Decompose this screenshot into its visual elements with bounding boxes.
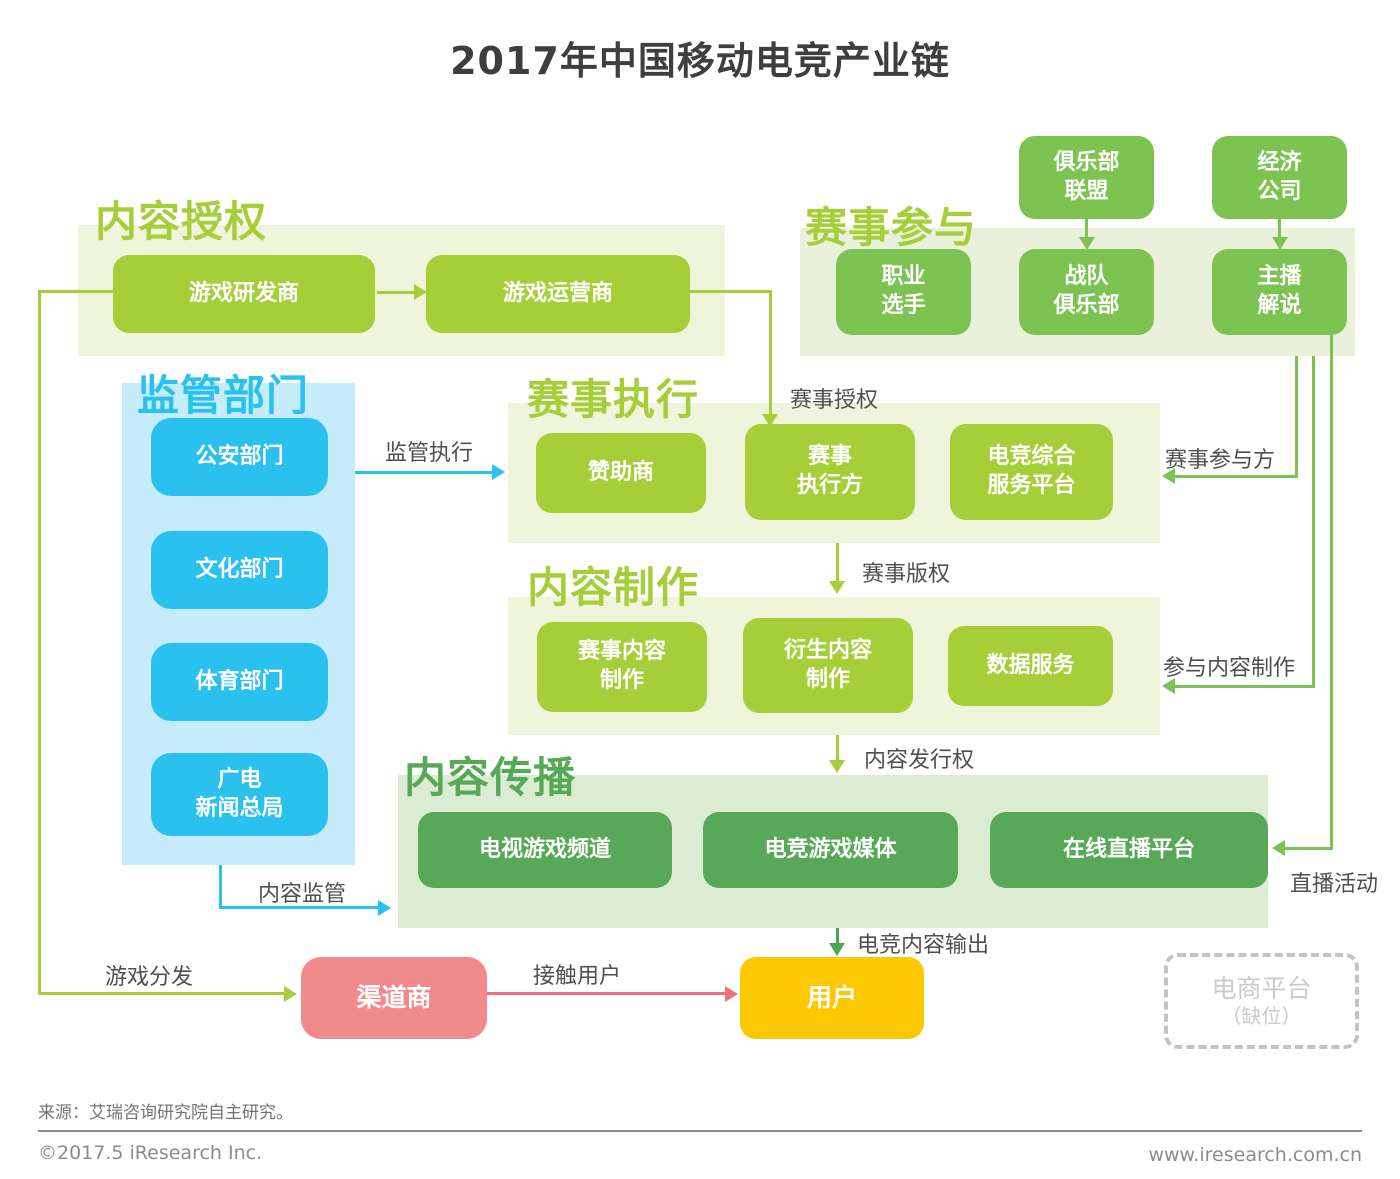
footer-copyright: ©2017.5 iResearch Inc. xyxy=(38,1142,263,1164)
edge-label-content-regulation: 内容监管 xyxy=(258,882,347,907)
connector-event-participants-h xyxy=(1175,475,1298,478)
connector-operator-right xyxy=(690,290,772,293)
connector-distribution-rights xyxy=(836,735,839,763)
connector-content-regulation-v xyxy=(219,865,222,909)
node-esports-service-platform[interactable]: 电竞综合 服务平台 xyxy=(950,424,1113,520)
footer-divider xyxy=(38,1130,1362,1132)
heading-event-participation: 赛事参与 xyxy=(805,203,978,252)
heading-content-production: 内容制作 xyxy=(527,563,700,612)
connector-game-distribution-top xyxy=(40,290,113,293)
connector-event-authorization-v xyxy=(769,290,772,417)
edge-label-reach-users: 接触用户 xyxy=(533,964,622,989)
heading-content-distribution: 内容传播 xyxy=(404,753,577,802)
edge-label-regulation-execution: 监管执行 xyxy=(385,441,474,466)
arrowhead-distribution-rights xyxy=(829,760,845,773)
edge-label-event-participants: 赛事参与方 xyxy=(1165,448,1276,473)
connector-reach-users xyxy=(487,992,727,995)
connector-regulation-execution xyxy=(355,471,495,474)
node-sports-dept[interactable]: 体育部门 xyxy=(151,643,328,721)
edge-label-event-copyright: 赛事版权 xyxy=(862,562,951,587)
edge-label-distribution-rights: 内容发行权 xyxy=(864,748,975,773)
node-event-executor[interactable]: 赛事 执行方 xyxy=(745,424,915,520)
node-event-content-production[interactable]: 赛事内容 制作 xyxy=(537,622,707,712)
footer-website: www.iresearch.com.cn xyxy=(1148,1144,1362,1166)
connector-game-distribution-v xyxy=(38,290,41,995)
heading-event-execution: 赛事执行 xyxy=(527,375,700,424)
connector-event-copyright xyxy=(836,543,839,584)
edge-label-live-activities: 直播活动 xyxy=(1290,872,1379,897)
connector-live-activities-v xyxy=(1330,333,1333,849)
arrowhead-content-output xyxy=(829,943,845,956)
arrowhead-agency-anchor xyxy=(1272,237,1288,250)
connector-join-production-v xyxy=(1312,356,1315,687)
connector-alliance-clubs xyxy=(1085,219,1088,239)
node-ecommerce-platform: 电商平台 （缺位） xyxy=(1164,953,1359,1049)
node-sponsors[interactable]: 赞助商 xyxy=(536,433,706,513)
heading-content-licensing: 内容授权 xyxy=(95,197,268,246)
connector-content-regulation-h xyxy=(219,906,380,909)
arrowhead-alliance-clubs xyxy=(1079,237,1095,250)
edge-label-game-distribution: 游戏分发 xyxy=(105,965,194,990)
ecommerce-platform-label: 电商平台 xyxy=(1211,973,1312,1003)
edge-label-content-output: 电竞内容输出 xyxy=(857,933,990,958)
arrowhead-event-participants xyxy=(1162,468,1175,484)
node-broadcast-news-bureau[interactable]: 广电 新闻总局 xyxy=(151,753,328,836)
edge-label-join-production: 参与内容制作 xyxy=(1163,656,1296,681)
connector-content-output xyxy=(836,928,839,946)
arrowhead-game-distribution xyxy=(284,986,297,1002)
connector-event-participants-v xyxy=(1295,356,1298,478)
heading-regulators: 监管部门 xyxy=(137,371,310,420)
ecommerce-platform-sublabel: （缺位） xyxy=(1221,1004,1302,1029)
node-culture-dept[interactable]: 文化部门 xyxy=(151,531,328,609)
arrowhead-event-copyright xyxy=(829,581,845,594)
node-public-security-dept[interactable]: 公安部门 xyxy=(151,418,328,496)
node-users[interactable]: 用户 xyxy=(740,957,924,1039)
arrowhead-reach-users xyxy=(725,986,738,1002)
node-data-services[interactable]: 数据服务 xyxy=(948,626,1113,706)
node-game-developer[interactable]: 游戏研发商 xyxy=(113,255,375,333)
connector-game-distribution-h xyxy=(38,992,286,995)
arrowhead-regulation-execution xyxy=(492,464,505,480)
connector-agency-anchor xyxy=(1278,219,1281,239)
arrowhead-developer-operator xyxy=(414,284,427,300)
connector-join-production-h xyxy=(1175,685,1315,688)
edge-label-event-authorization: 赛事授权 xyxy=(790,388,879,413)
connector-live-activities-h xyxy=(1285,847,1333,850)
arrowhead-join-production xyxy=(1162,678,1175,694)
node-pro-players[interactable]: 职业 选手 xyxy=(836,249,971,335)
node-anchor-commentator[interactable]: 主播 解说 xyxy=(1212,249,1347,335)
node-channel-distributor[interactable]: 渠道商 xyxy=(301,957,487,1039)
node-tv-game-channel[interactable]: 电视游戏频道 xyxy=(418,812,672,888)
node-game-operator[interactable]: 游戏运营商 xyxy=(426,255,690,333)
node-esports-game-media[interactable]: 电竞游戏媒体 xyxy=(703,812,958,888)
node-online-live-platform[interactable]: 在线直播平台 xyxy=(990,812,1268,888)
node-derivative-content-production[interactable]: 衍生内容 制作 xyxy=(743,618,913,713)
arrowhead-event-authorization xyxy=(762,414,778,427)
page-title: 2017年中国移动电竞产业链 xyxy=(450,39,950,83)
connector-developer-operator xyxy=(377,291,415,294)
node-club-alliance[interactable]: 俱乐部 联盟 xyxy=(1019,136,1154,219)
node-agency-company[interactable]: 经济 公司 xyxy=(1212,136,1347,219)
source-note: 来源：艾瑞咨询研究院自主研究。 xyxy=(38,1103,293,1123)
node-team-clubs[interactable]: 战队 俱乐部 xyxy=(1019,249,1154,335)
arrowhead-live-activities xyxy=(1272,840,1285,856)
arrowhead-content-regulation xyxy=(378,900,391,916)
